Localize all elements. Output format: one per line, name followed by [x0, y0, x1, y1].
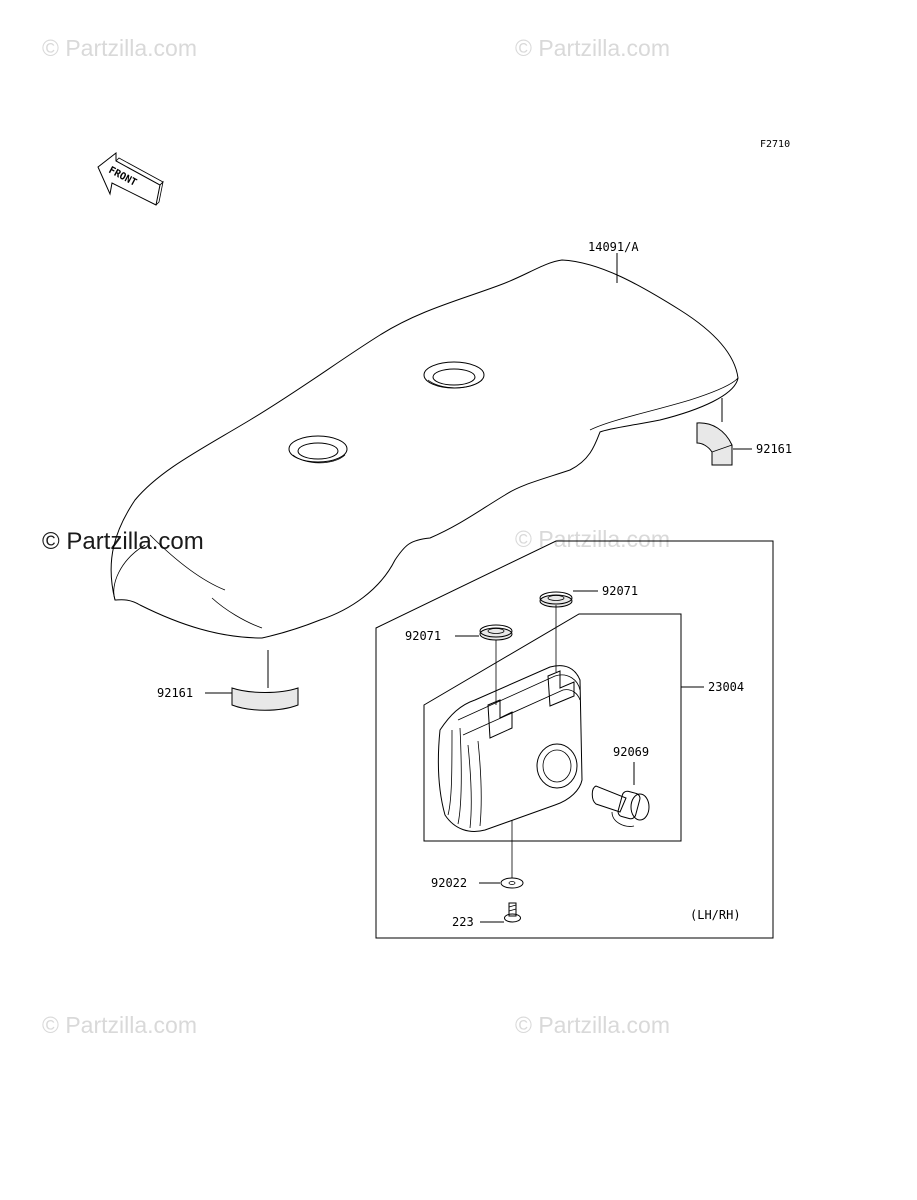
watermark-top-right: © Partzilla.com: [515, 35, 670, 61]
pad-left-drawing: [231, 687, 299, 711]
watermark-top-left: © Partzilla.com: [42, 35, 197, 61]
assembly-outline-inner: [423, 613, 682, 842]
washer-drawing: [500, 877, 524, 889]
label-grommet-upper: 92071: [602, 584, 638, 598]
figure-code: F2710: [760, 139, 790, 150]
assembly-outline-outer: [375, 540, 774, 939]
grommet-upper-drawing: [539, 591, 573, 608]
label-pad-right: 92161: [756, 442, 792, 456]
label-pad-left: 92161: [157, 686, 193, 700]
variant-note: (LH/RH): [690, 908, 741, 922]
taillight-drawing: [437, 665, 583, 832]
label-bulb: 92069: [613, 745, 649, 759]
bulb-drawing: [591, 785, 650, 827]
watermark-mid-left: © Partzilla.com: [42, 528, 204, 555]
grommet-lower-drawing: [479, 624, 513, 641]
pad-right-drawing: [696, 422, 733, 466]
label-seat: 14091/A: [588, 240, 639, 254]
label-grommet-lower: 92071: [405, 629, 441, 643]
label-screw: 223: [452, 915, 474, 929]
label-taillight-assembly: 23004: [708, 680, 744, 694]
watermark-mid-right: © Partzilla.com: [515, 526, 670, 552]
screw-drawing: [504, 902, 521, 923]
watermark-bottom-left: © Partzilla.com: [42, 1012, 197, 1038]
seat-drawing: [110, 259, 739, 639]
watermark-bottom-right: © Partzilla.com: [515, 1012, 670, 1038]
label-washer: 92022: [431, 876, 467, 890]
front-arrow-icon: FRONT: [97, 151, 164, 206]
